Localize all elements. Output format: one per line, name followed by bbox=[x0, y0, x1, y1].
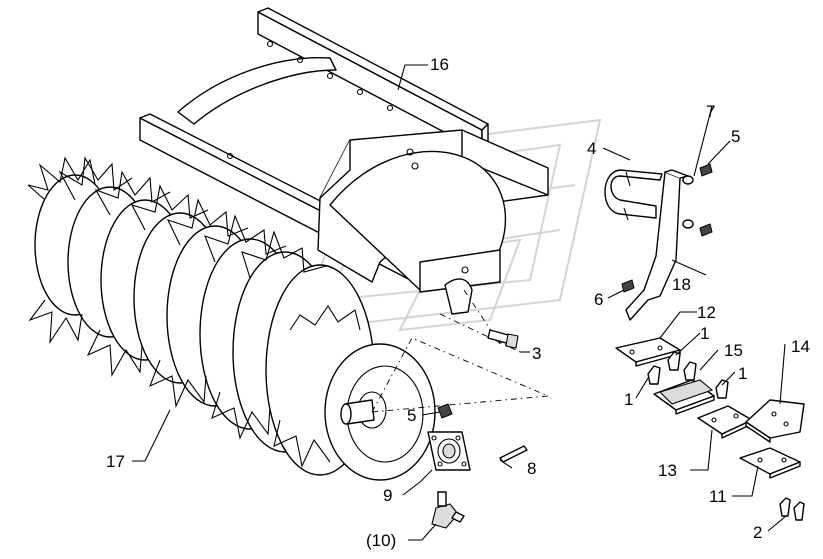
bracket-part-18 bbox=[625, 169, 689, 321]
callout-1-c: 1 bbox=[738, 364, 747, 383]
callout-17: 17 bbox=[106, 452, 125, 471]
pin-part-8 bbox=[499, 445, 528, 463]
callout-10: (10) bbox=[366, 531, 396, 550]
nut-part-5-upper bbox=[699, 163, 713, 237]
callout-12: 12 bbox=[697, 303, 716, 322]
callout-7: 7 bbox=[706, 102, 715, 121]
callout-16: 16 bbox=[430, 55, 449, 74]
plate-part-11 bbox=[739, 447, 801, 479]
bolt-part-6 bbox=[621, 279, 635, 293]
carriage-bolt-part-1 bbox=[647, 351, 729, 399]
callout-2: 2 bbox=[753, 523, 762, 542]
callout-5-lower: 5 bbox=[407, 406, 416, 425]
callout-9: 9 bbox=[383, 486, 392, 505]
bolt-part-3 bbox=[487, 329, 519, 349]
frame-part-16 bbox=[139, 7, 549, 315]
centerline bbox=[463, 289, 501, 345]
scraper-part-15 bbox=[653, 379, 715, 415]
nut-part-5-lower bbox=[437, 403, 453, 419]
callout-18: 18 bbox=[672, 275, 691, 294]
callout-8: 8 bbox=[527, 459, 536, 478]
callout-13: 13 bbox=[658, 461, 677, 480]
callout-3: 3 bbox=[532, 344, 541, 363]
grease-nipple-part-10 bbox=[431, 491, 465, 529]
bolt-part-2 bbox=[779, 497, 805, 521]
bearing-flange-part-9 bbox=[427, 431, 471, 471]
centerline bbox=[371, 395, 549, 413]
leader-lines bbox=[132, 64, 787, 541]
callout-4: 4 bbox=[587, 139, 596, 158]
callout-14: 14 bbox=[791, 337, 810, 356]
callout-1-a: 1 bbox=[700, 324, 709, 343]
callout-1-b: 1 bbox=[624, 390, 633, 409]
plate-part-13 bbox=[697, 405, 753, 439]
callout-6: 6 bbox=[594, 290, 603, 309]
callout-11: 11 bbox=[709, 487, 727, 506]
u-bolt-part-4 bbox=[604, 169, 663, 221]
toothed-roller-part-17 bbox=[27, 156, 436, 481]
plate-part-14 bbox=[745, 399, 805, 443]
callout-15: 15 bbox=[724, 341, 743, 360]
washer-part-7 bbox=[682, 175, 694, 229]
callout-5-upper: 5 bbox=[731, 127, 740, 146]
